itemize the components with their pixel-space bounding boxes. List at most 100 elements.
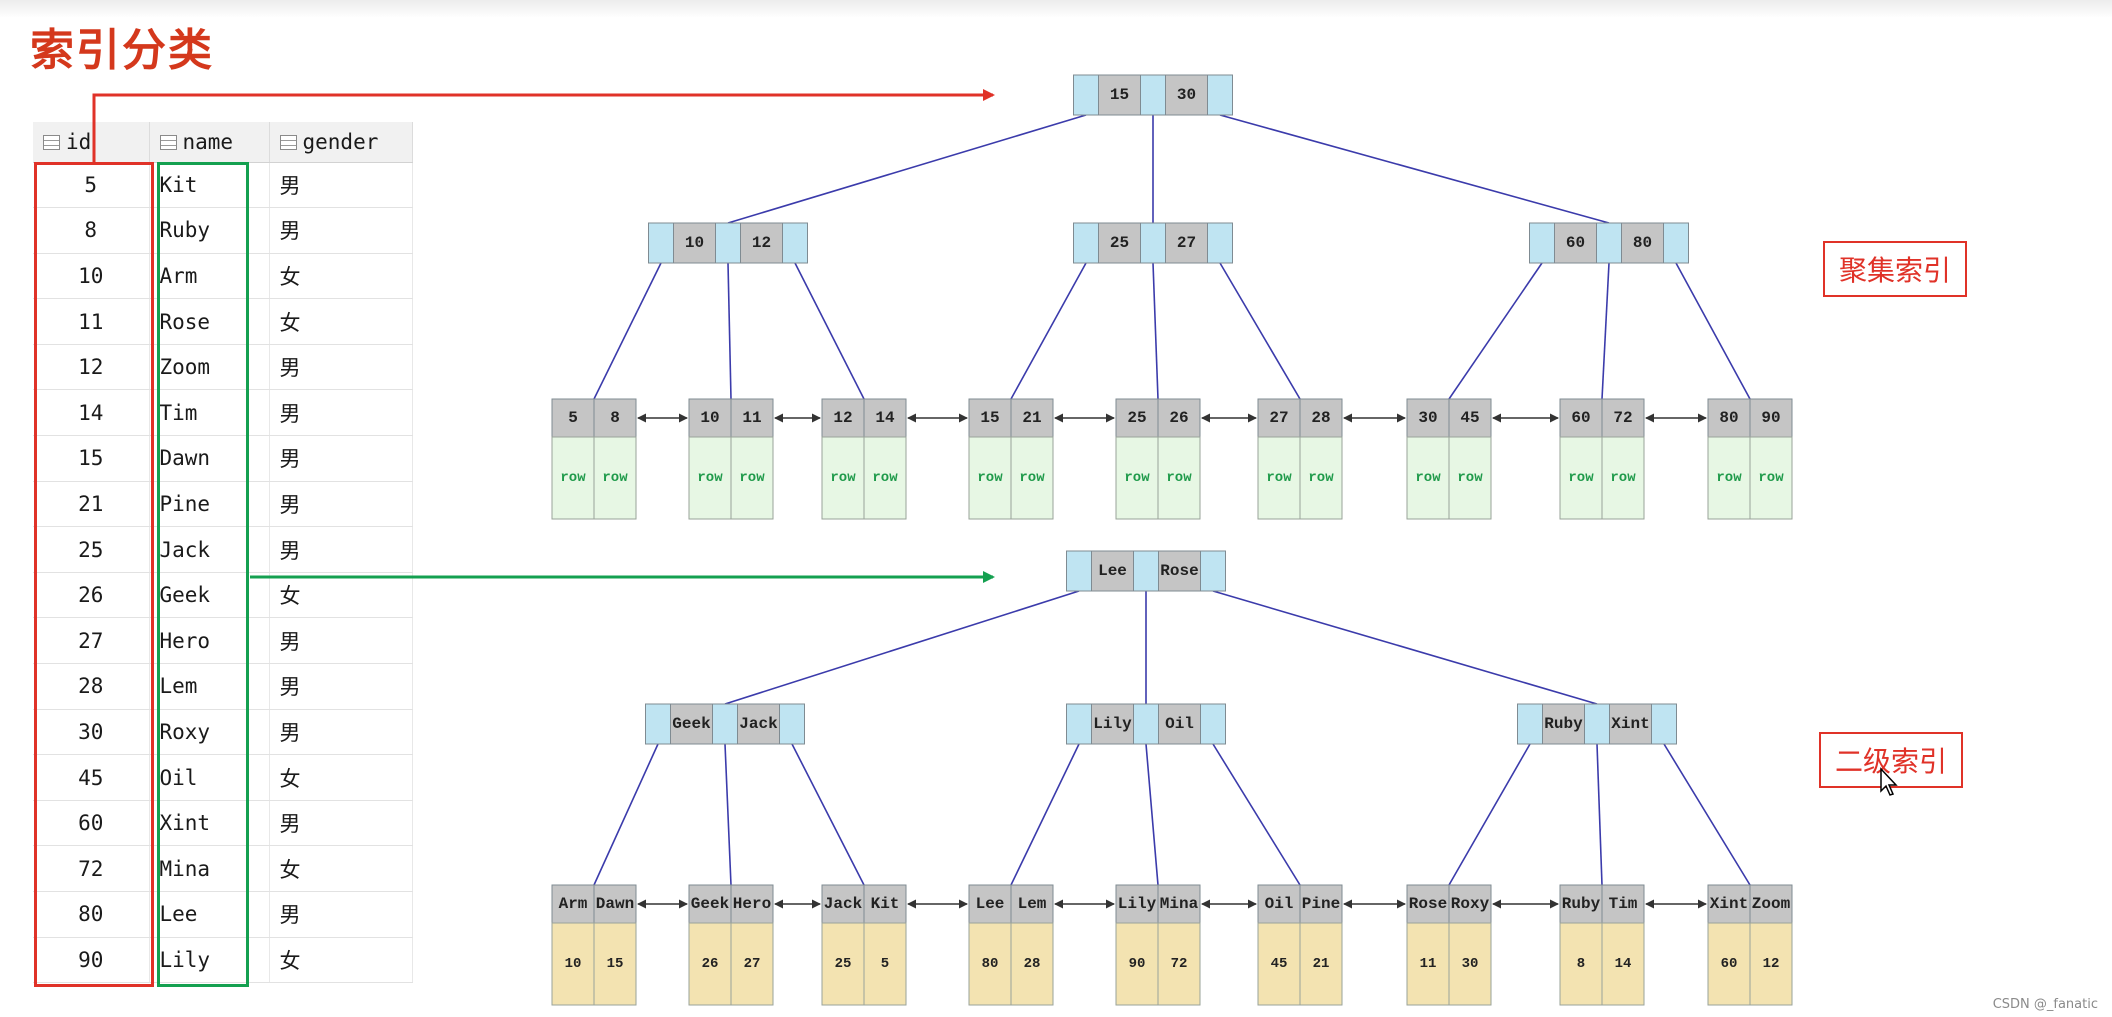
leaf-key <box>1299 398 1343 438</box>
tree-edge <box>1219 114 1610 224</box>
leaf-key-label: 26 <box>1169 409 1188 427</box>
node-key-label: 80 <box>1633 234 1652 252</box>
leaf-row-data <box>1749 436 1793 520</box>
row-label: row <box>1166 470 1192 486</box>
node-pointer <box>1073 74 1099 116</box>
primary-key-label: 45 <box>1271 956 1288 972</box>
leaf-key-label: Dawn <box>596 895 634 913</box>
leaf-primary-key <box>1257 922 1301 1006</box>
node-key <box>1098 222 1141 264</box>
cell-gender: 女 <box>269 937 413 984</box>
cell-gender: 男 <box>269 344 413 391</box>
node-pointer <box>1207 74 1233 116</box>
row-label: row <box>697 470 723 486</box>
cell-name: Lee <box>149 891 270 938</box>
leaf-key-label: 60 <box>1571 409 1590 427</box>
node-key <box>1091 550 1134 592</box>
column-header-id[interactable]: id <box>33 122 150 163</box>
column-header-name[interactable]: name <box>149 122 270 163</box>
cell-name: Lem <box>149 663 270 710</box>
leaf-key <box>1157 398 1201 438</box>
leaf-key <box>1406 398 1450 438</box>
node-key <box>1158 703 1201 745</box>
cell-gender: 女 <box>269 845 413 892</box>
node-pointer <box>1529 222 1555 264</box>
node-key-label: 15 <box>1110 86 1129 104</box>
leaf-links <box>637 413 1707 909</box>
row-label: row <box>1266 470 1292 486</box>
column-icon <box>159 134 177 150</box>
cell-name: Tim <box>149 389 270 437</box>
node-key-label: Lee <box>1098 562 1127 580</box>
leaf-row-data <box>688 436 732 520</box>
node-pointer <box>1133 550 1159 592</box>
cell-id: 11 <box>33 298 150 345</box>
leaf-row-data <box>968 436 1012 520</box>
cell-name: Dawn <box>149 435 270 482</box>
tree-edge <box>794 262 865 400</box>
leaf-key-label: 28 <box>1311 409 1330 427</box>
cell-gender: 女 <box>269 572 413 619</box>
primary-key-label: 30 <box>1462 956 1479 972</box>
cell-id: 14 <box>33 389 150 437</box>
node-key-label: 30 <box>1177 86 1196 104</box>
leaf-primary-key <box>593 922 637 1006</box>
primary-key-label: 8 <box>1577 956 1585 972</box>
leaf-key-label: Ruby <box>1562 895 1601 913</box>
leaf-key <box>863 884 907 924</box>
cell-name: Roxy <box>149 709 270 756</box>
cell-name: Oil <box>149 754 270 801</box>
node-key <box>1621 222 1664 264</box>
top-bar <box>0 0 2112 18</box>
primary-key-label: 14 <box>1615 956 1632 972</box>
leaf-row-data <box>730 436 774 520</box>
leaf-key <box>1448 884 1492 924</box>
row-label: row <box>1019 470 1045 486</box>
leaf-key-label: Jack <box>824 895 863 913</box>
leaf-key-label: 27 <box>1269 409 1288 427</box>
node-key-label: 12 <box>752 234 771 252</box>
cell-gender: 男 <box>269 162 413 209</box>
tree-edge <box>593 743 659 886</box>
row-label: row <box>830 470 856 486</box>
column-header-gender[interactable]: gender <box>269 122 413 163</box>
watermark: CSDN @_fanatic <box>1992 997 2098 1012</box>
primary-key-label: 72 <box>1171 956 1188 972</box>
leaf-primary-key <box>863 922 907 1006</box>
cell-name: Rose <box>149 298 270 345</box>
leaf-key <box>551 884 595 924</box>
primary-key-label: 60 <box>1721 956 1738 972</box>
leaf-row-data <box>821 436 865 520</box>
node-key <box>740 222 783 264</box>
cell-gender: 男 <box>269 617 413 665</box>
leaf-key-label: Rose <box>1409 895 1447 913</box>
node-key-label: Rose <box>1160 562 1198 580</box>
tree-edge <box>1212 590 1598 705</box>
leaf-row-data <box>1010 436 1054 520</box>
